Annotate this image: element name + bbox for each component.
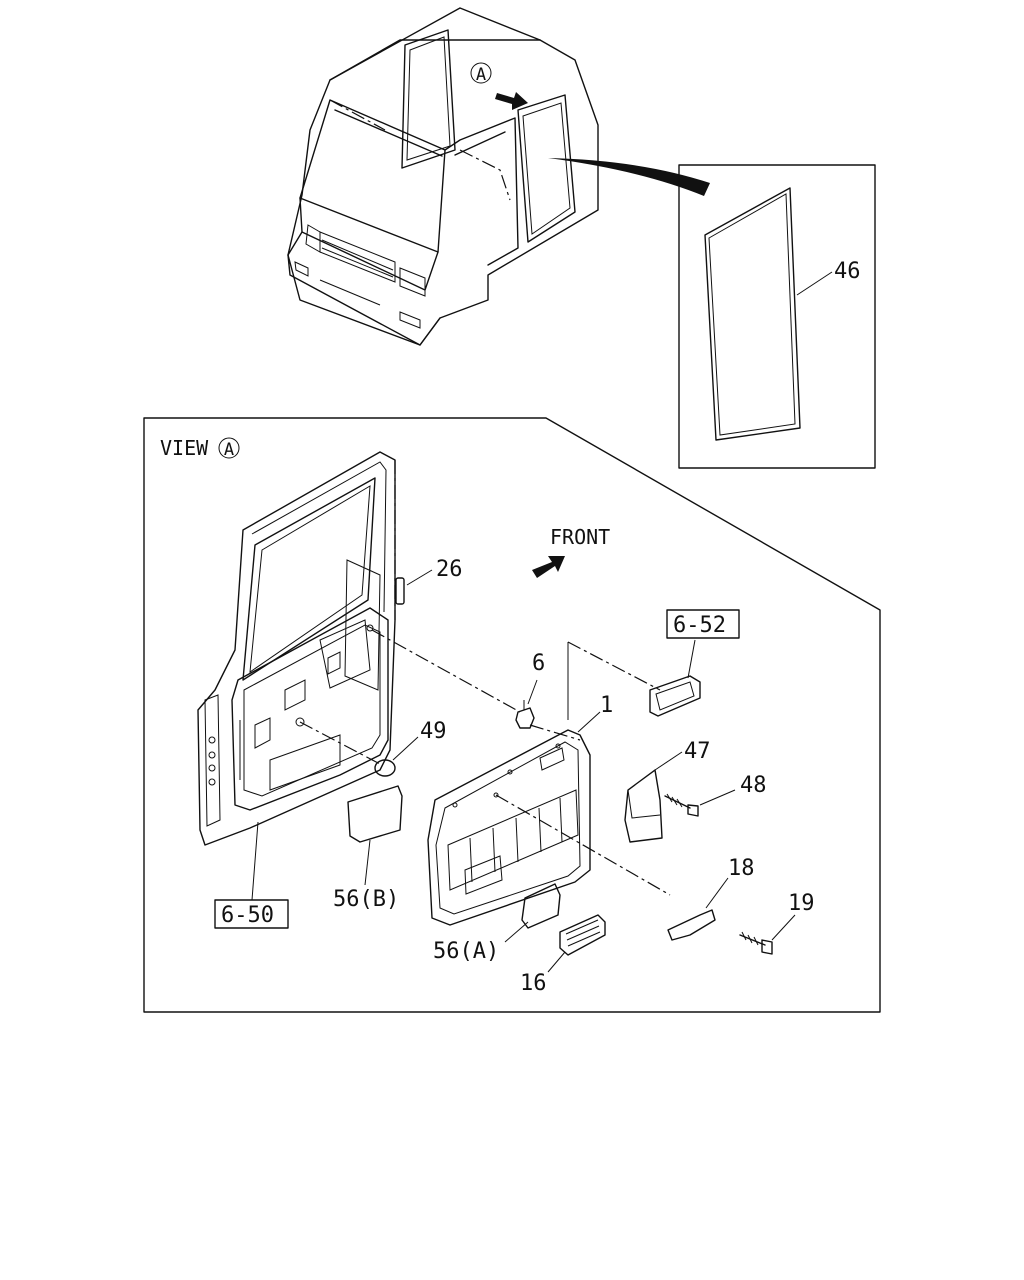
part-49-label: 49 xyxy=(420,719,447,744)
part-48-screw: 48 xyxy=(664,773,767,817)
part-56b-label: 56(B) xyxy=(333,887,399,912)
door-trim-panel: 1 xyxy=(427,693,613,926)
part-26-label: 26 xyxy=(436,557,463,582)
part-19-screw: 19 xyxy=(739,891,815,955)
front-label: FRONT xyxy=(550,525,610,549)
part-6-clip: 6 xyxy=(515,651,545,729)
view-a-title: VIEW xyxy=(160,436,209,460)
part-18-label: 18 xyxy=(728,856,755,881)
part-19-label: 19 xyxy=(788,891,815,916)
part-56a-sheet: 56(A) xyxy=(433,883,561,964)
front-direction-indicator: FRONT xyxy=(532,525,610,578)
truck-cab-illustration: A xyxy=(287,7,710,346)
door-frame xyxy=(197,451,396,901)
part-1-label: 1 xyxy=(600,693,613,718)
ref-6-50-label: 6-50 xyxy=(221,903,274,928)
part-46-label: 46 xyxy=(834,259,861,284)
ref-box-6-50: 6-50 xyxy=(214,899,289,929)
part-56b-sheet: 56(B) xyxy=(333,785,403,912)
part-47-label: 47 xyxy=(684,739,711,764)
part-56a-label: 56(A) xyxy=(433,939,499,964)
part-47-bracket: 47 xyxy=(624,739,711,843)
part-6-label: 6 xyxy=(532,651,545,676)
ref-box-6-52: 6-52 xyxy=(649,609,740,717)
circle-a-label: A xyxy=(476,65,486,85)
view-a-circle-label: A xyxy=(224,440,234,460)
part-16-grille: 16 xyxy=(520,914,606,996)
part-18-handle: 18 xyxy=(667,856,755,941)
part-16-label: 16 xyxy=(520,971,547,996)
part-26-clip: 26 xyxy=(395,557,463,605)
window-seal-detail: 46 xyxy=(678,164,876,469)
view-a-frame: VIEW A xyxy=(143,417,881,1013)
part-49-plug: 49 xyxy=(299,719,447,777)
ref-6-52-label: 6-52 xyxy=(673,613,726,638)
part-48-label: 48 xyxy=(740,773,767,798)
